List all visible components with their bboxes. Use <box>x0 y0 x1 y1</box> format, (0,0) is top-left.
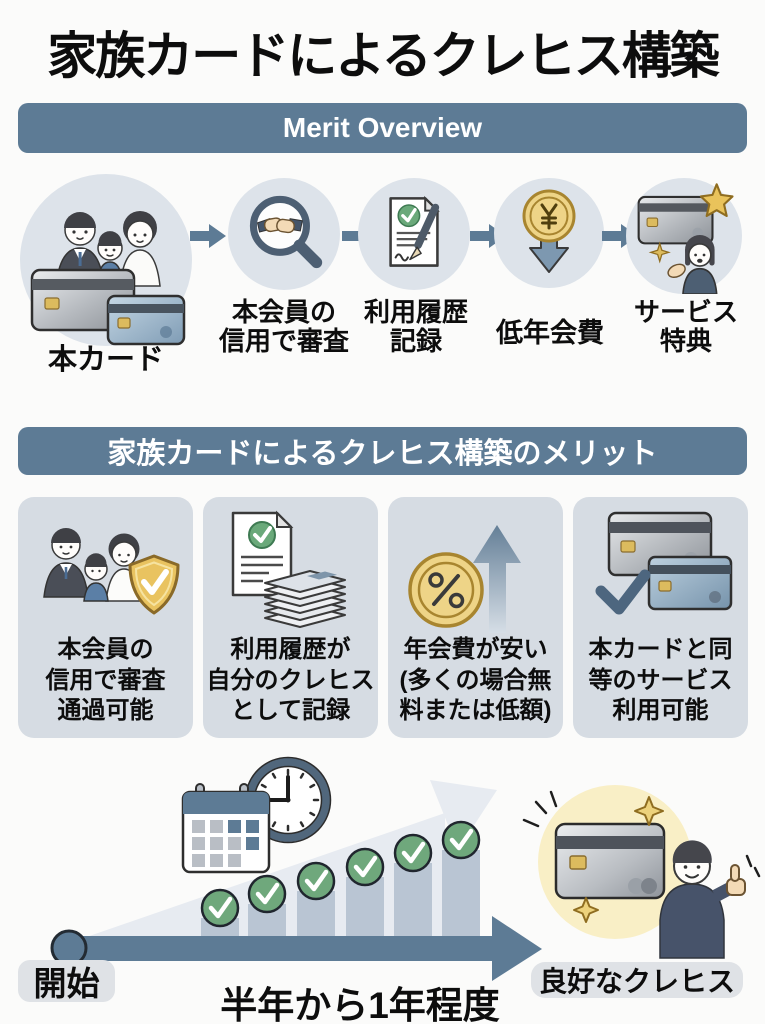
page-title: 家族カードによるクレヒス構築 <box>47 28 720 84</box>
step-history-record-label: 利用履歴 記録 <box>363 297 468 357</box>
overview-banner: Merit Overview <box>18 103 747 153</box>
sparkle-icon <box>634 796 664 826</box>
step-service-benefit-label: サービス 特典 <box>633 297 738 357</box>
step-main-card <box>20 174 192 346</box>
family-shield-check-icon <box>43 528 180 615</box>
overview-banner-label: Merit Overview <box>282 112 483 143</box>
credit-card-icon <box>554 822 666 900</box>
step-screening-label: 本会員の 信用で審査 <box>218 297 349 357</box>
checkpoint-check-icons <box>200 820 481 928</box>
step-main-card-label: 本カード <box>47 344 164 376</box>
merit-overview-flow: 本カード 本会員の 信用で審査 <box>0 160 765 420</box>
timeline-section: 開始 半年から1年程度 良好なクレヒス <box>0 750 765 1024</box>
timeline-result-badge: 良好なクレヒス <box>531 962 743 998</box>
merit-cards-row: 本会員の 信用で審査 通過可能 <box>0 490 765 745</box>
merits-banner-label: 家族カードによるクレヒス構築のメリット <box>107 438 658 470</box>
merit-card-history: 利用履歴が 自分のクレヒス として記録 <box>203 497 378 738</box>
growth-bars <box>201 850 480 940</box>
two-cards-check-icon <box>595 511 733 615</box>
merits-banner: 家族カードによるクレヒス構築のメリット <box>18 427 747 475</box>
step-history-record <box>358 178 470 290</box>
yen-coin-down-arrow-icon <box>522 189 576 273</box>
calendar-icon <box>181 783 271 874</box>
emphasis-dashes <box>522 790 558 828</box>
step-low-fee <box>494 178 604 288</box>
family-with-cards-icon <box>30 211 186 346</box>
merit-card-same-service: 本カードと同 等のサービス 利用可能 <box>573 497 748 738</box>
timeline-duration-label: 半年から1年程度 <box>220 985 500 1024</box>
timeline-start-label: 開始 <box>33 965 100 1002</box>
sparkle-icon <box>573 897 599 923</box>
clock-icon <box>244 756 332 844</box>
percent-coin-up-arrow-icon <box>408 525 521 633</box>
step-service-benefit <box>626 178 742 294</box>
merit-card-low-fee-label: 年会費が安い (多くの場合無 料または低額) <box>399 636 552 725</box>
card-star-person-icon <box>637 183 734 294</box>
merit-card-screening-label: 本会員の 信用で審査 通過可能 <box>45 636 166 725</box>
timeline-axis <box>78 936 492 961</box>
growth-timeline-illustration <box>50 756 761 981</box>
document-stack-check-icon <box>231 510 346 628</box>
merit-card-low-fee: 年会費が安い (多くの場合無 料または低額) <box>388 497 563 738</box>
magnifier-handshake-icon <box>249 195 323 269</box>
merit-card-screening: 本会員の 信用で審査 通過可能 <box>18 497 193 738</box>
timeline-result-label: 良好なクレヒス <box>538 966 735 997</box>
document-check-pen-icon <box>389 195 440 267</box>
step-screening <box>228 178 340 290</box>
step-low-fee-label: 低年会費 <box>496 318 604 348</box>
flow-arrow-icon <box>190 224 226 248</box>
merit-card-same-service-label: 本カードと同 等のサービス 利用可能 <box>588 636 733 725</box>
thumbs-up-person-icon <box>659 840 761 959</box>
merit-card-history-label: 利用履歴が 自分のクレヒス として記録 <box>206 636 375 725</box>
timeline-start-badge: 開始 <box>18 960 115 1002</box>
